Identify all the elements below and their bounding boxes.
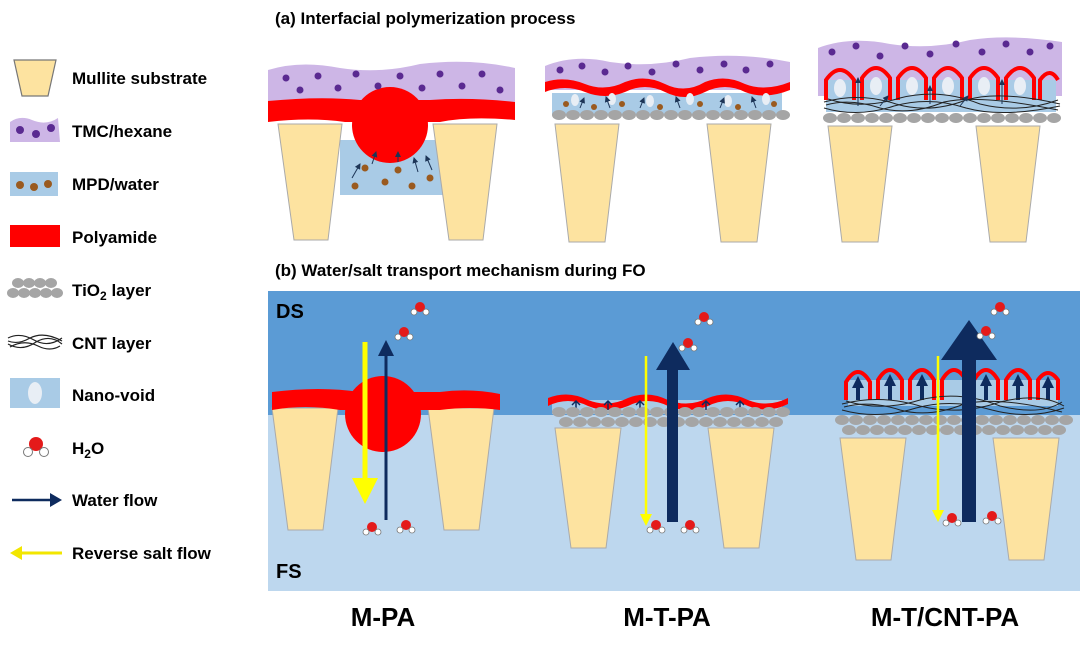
legend-h2o-label: H2O	[72, 439, 104, 461]
h2o-molecule-icon	[23, 437, 49, 457]
legend-nanovoid: Nano-void	[10, 378, 155, 408]
label-m-t-pa: M-T-PA	[623, 602, 711, 632]
label-m-t-cnt-pa: M-T/CNT-PA	[871, 602, 1019, 632]
m-pa-diagram	[271, 302, 500, 536]
tmc-icon	[10, 117, 60, 142]
legend-h2o: H2O	[23, 437, 104, 461]
panel-a	[268, 37, 1062, 243]
label-m-pa: M-PA	[351, 602, 416, 632]
legend-polyamide-label: Polyamide	[72, 228, 157, 247]
legend-cnt-label: CNT layer	[72, 334, 152, 353]
ds-label: DS	[276, 301, 304, 323]
tio2-icon	[7, 278, 63, 298]
h2o-molecule-icon	[646, 312, 714, 534]
legend-mullite-label: Mullite substrate	[72, 69, 207, 88]
legend-water-flow: Water flow	[12, 491, 158, 510]
nanovoid-icon	[28, 382, 42, 404]
panel-b: DS FS	[268, 291, 1080, 591]
stage1-diagram	[268, 61, 515, 241]
legend-water-flow-label: Water flow	[72, 491, 158, 510]
fs-label: FS	[276, 561, 302, 583]
legend-mullite: Mullite substrate	[13, 59, 207, 97]
legend-salt-flow-label: Reverse salt flow	[72, 544, 212, 563]
m-t-pa-diagram	[548, 312, 790, 549]
legend-nanovoid-label: Nano-void	[72, 386, 155, 405]
h2o-molecule-icon	[362, 302, 430, 536]
legend-tmc: TMC/hexane	[10, 117, 172, 142]
legend-polyamide: Polyamide	[10, 225, 157, 247]
legend-cnt: CNT layer	[7, 334, 152, 353]
legend-tio2-label: TiO2 layer	[72, 281, 152, 303]
stage3-diagram	[818, 37, 1062, 243]
h2o-molecule-icon	[942, 302, 1010, 527]
legend-salt-flow: Reverse salt flow	[10, 544, 212, 563]
cnt-icon	[7, 334, 63, 350]
mullite-icon	[13, 59, 57, 97]
stage2-diagram	[545, 55, 790, 243]
legend: Mullite substrate TMC/hexane MPD/water P…	[7, 59, 212, 563]
legend-mpd: MPD/water	[10, 172, 159, 196]
polyamide-icon	[10, 225, 60, 247]
panel-a-title: (a) Interfacial polymerization process	[275, 9, 575, 28]
m-t-cnt-pa-diagram	[835, 302, 1073, 561]
legend-mpd-label: MPD/water	[72, 175, 159, 194]
legend-tmc-label: TMC/hexane	[72, 122, 172, 141]
panel-b-title: (b) Water/salt transport mechanism durin…	[275, 261, 646, 280]
legend-tio2: TiO2 layer	[7, 278, 152, 303]
